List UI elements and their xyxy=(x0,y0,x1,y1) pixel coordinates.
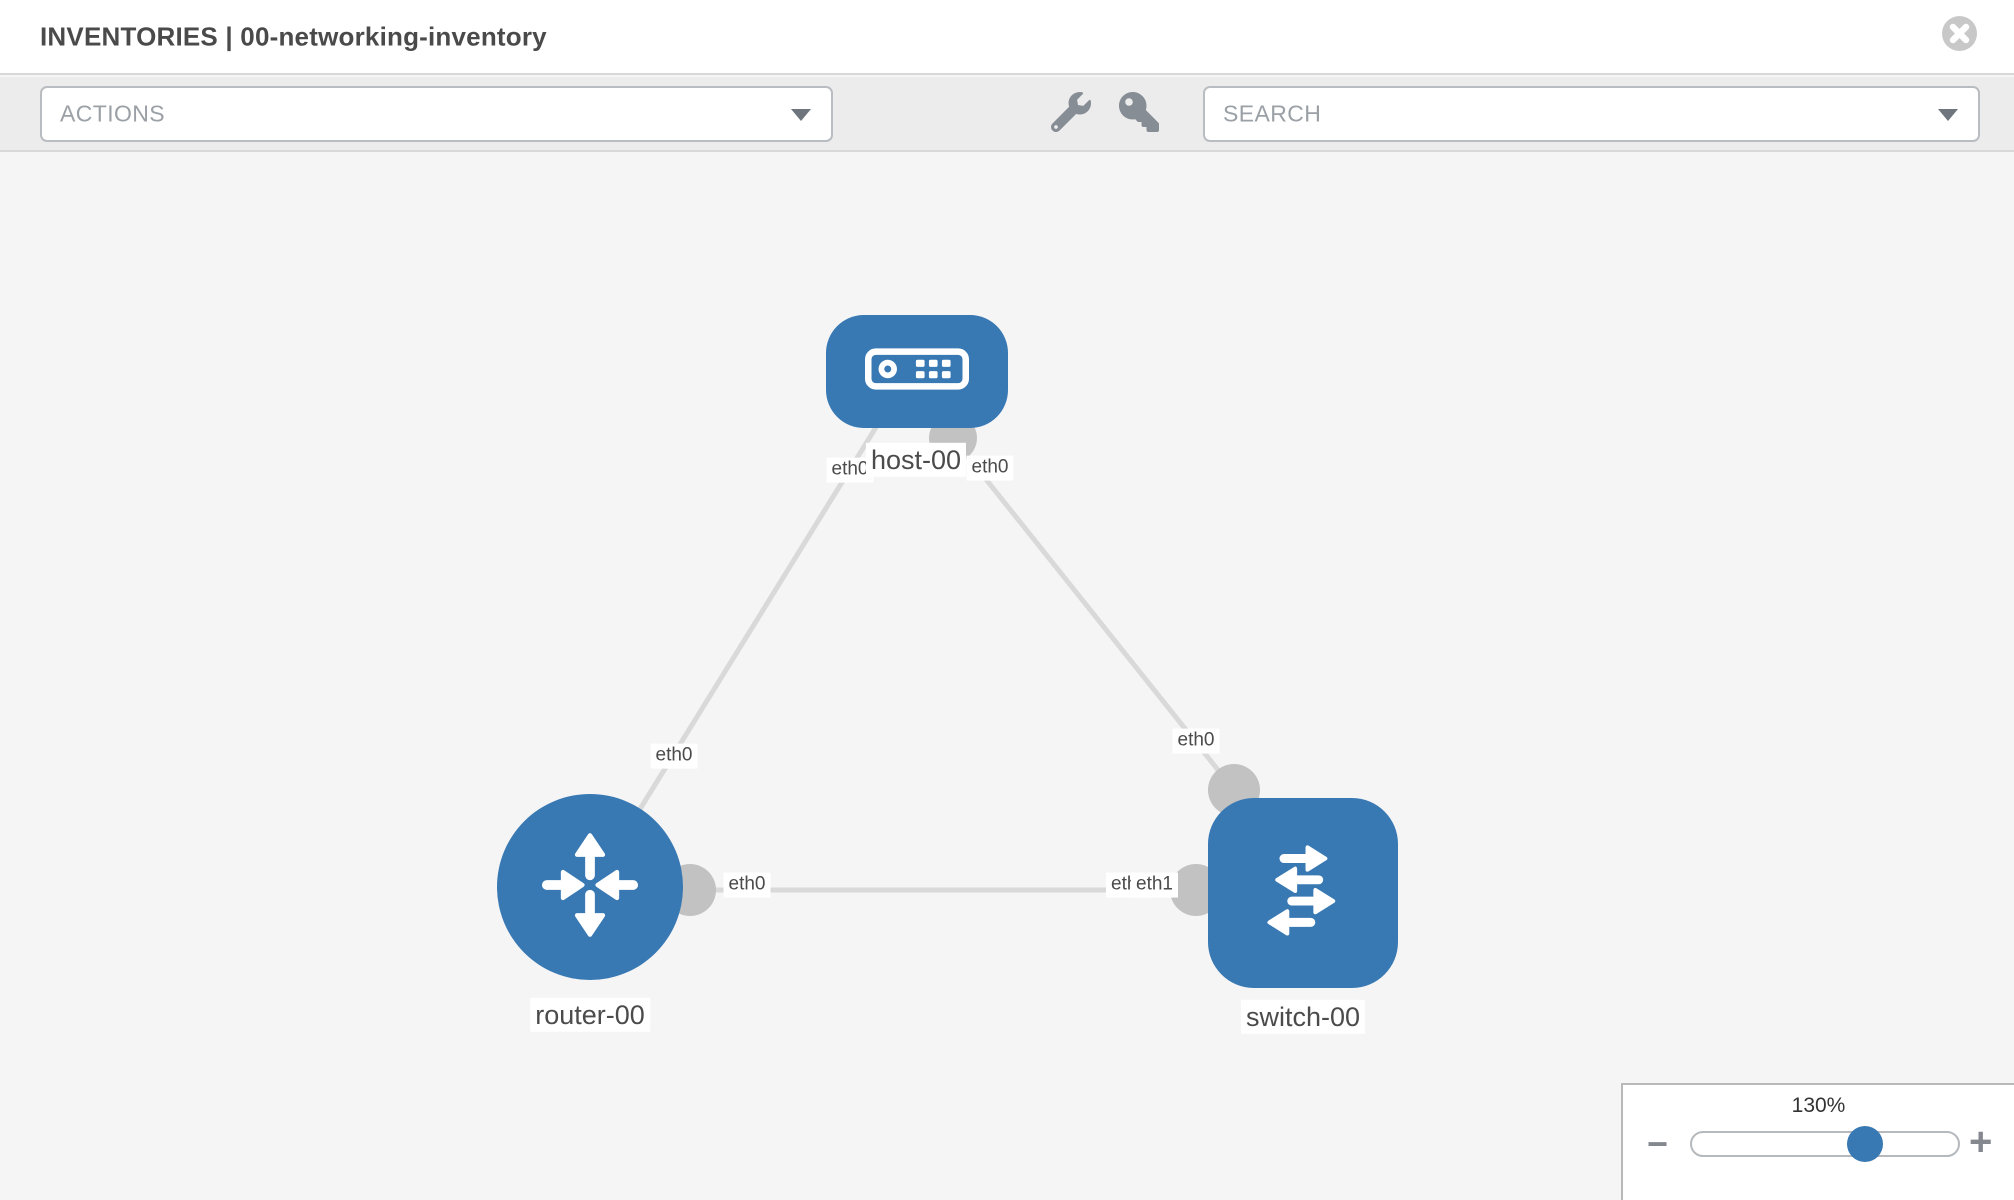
node-switch-00[interactable] xyxy=(1208,798,1398,988)
zoom-panel: 130% − + xyxy=(1621,1083,2014,1200)
header: INVENTORIES | 00-networking-inventory xyxy=(0,0,2014,75)
wrench-icon xyxy=(1050,91,1091,137)
search-dropdown[interactable]: SEARCH xyxy=(1203,86,1980,142)
zoom-slider-thumb[interactable] xyxy=(1847,1126,1883,1162)
tools-button[interactable] xyxy=(1048,91,1094,137)
node-label-host-00: host-00 xyxy=(865,442,967,478)
zoom-slider[interactable] xyxy=(1690,1126,1960,1162)
zoom-in-button[interactable]: + xyxy=(1969,1120,1993,1164)
node-host-00[interactable] xyxy=(826,315,1008,428)
page-title: INVENTORIES | 00-networking-inventory xyxy=(40,21,547,51)
switch-icon xyxy=(1247,835,1359,952)
close-button[interactable] xyxy=(1941,15,1978,52)
zoom-out-button[interactable]: − xyxy=(1647,1123,1669,1164)
router-icon xyxy=(536,831,644,944)
search-dropdown-label: SEARCH xyxy=(1223,100,1322,127)
chevron-down-icon xyxy=(791,109,811,121)
if-label-switch-if-front: eth1 xyxy=(1131,872,1178,898)
host-icon xyxy=(865,348,969,395)
zoom-level: 130% xyxy=(1791,1094,1846,1117)
if-label-host-left: eth0 xyxy=(826,457,874,483)
if-label-host-right: eth0 xyxy=(966,455,1014,481)
actions-dropdown[interactable]: ACTIONS xyxy=(40,86,833,142)
credentials-button[interactable] xyxy=(1116,91,1162,137)
if-label-switch-link: eth0 xyxy=(1172,728,1220,754)
key-icon xyxy=(1119,91,1159,137)
topology-canvas[interactable]: host-00 router-00 switch-00 eth0 eth0 et… xyxy=(0,154,2014,1200)
topology-links-layer xyxy=(587,414,1260,916)
node-label-router-00: router-00 xyxy=(530,997,650,1033)
actions-dropdown-label: ACTIONS xyxy=(60,100,166,127)
if-label-router-link: eth0 xyxy=(650,743,698,769)
node-router-00[interactable] xyxy=(497,794,683,980)
chevron-down-icon xyxy=(1938,109,1958,121)
if-label-router-if: eth0 xyxy=(723,872,771,898)
toolbar: ACTIONS SEARCH xyxy=(0,77,2014,152)
close-icon xyxy=(1941,16,1978,56)
node-label-switch-00: switch-00 xyxy=(1240,999,1366,1035)
